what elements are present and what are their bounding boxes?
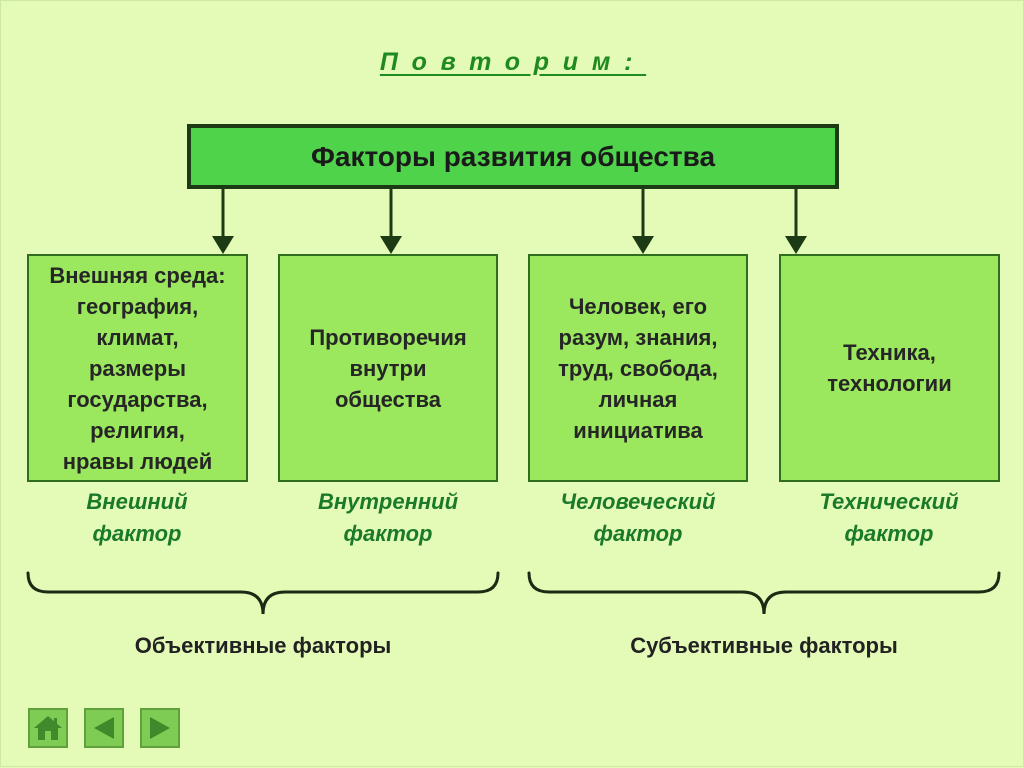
main-factor-box: Факторы развития общества	[187, 124, 839, 189]
factor-line: Противоречия	[309, 324, 467, 350]
factor-line: общества	[334, 386, 441, 412]
factor-line: государства,	[67, 386, 208, 412]
factor-box-internal: Противоречия внутри общества	[278, 254, 498, 482]
caption-external: Внешний фактор	[7, 486, 267, 550]
caption-line: фактор	[844, 521, 934, 546]
factor-line: личная	[598, 386, 678, 412]
arrow-down-icon	[380, 189, 402, 254]
back-button[interactable]	[84, 708, 124, 748]
caption-line: Внутренний	[317, 489, 459, 514]
caption-line: фактор	[343, 521, 433, 546]
factor-line: разум, знания,	[558, 324, 718, 350]
factor-box-human: Человек, его разум, знания, труд, свобод…	[528, 254, 748, 482]
caption-line: Технический	[819, 489, 959, 514]
main-factor-label: Факторы развития общества	[310, 140, 716, 172]
arrow-left-icon	[94, 717, 114, 739]
brace-objective	[26, 571, 500, 615]
caption-line: фактор	[92, 521, 182, 546]
factor-line: Человек, его	[568, 293, 708, 319]
group-label-subjective: Субъективные факторы	[630, 633, 898, 658]
caption-line: фактор	[593, 521, 683, 546]
factor-box-external: Внешняя среда: география, климат, размер…	[27, 254, 248, 482]
home-icon	[34, 716, 62, 740]
factor-line: инициатива	[573, 417, 703, 443]
factor-line: климат,	[96, 324, 179, 350]
arrow-down-icon	[212, 189, 234, 254]
factor-line: внутри	[349, 355, 427, 381]
caption-line: Внешний	[86, 489, 188, 514]
arrow-down-icon	[632, 189, 654, 254]
caption-internal: Внутренний фактор	[258, 486, 518, 550]
factor-line: размеры	[88, 355, 187, 381]
factor-line: нравы людей	[62, 448, 213, 474]
factor-line: география,	[76, 293, 199, 319]
page-title: Повторим:	[379, 48, 647, 76]
caption-line: Человеческий	[560, 489, 716, 514]
factor-line: Техника,	[843, 340, 936, 365]
forward-button[interactable]	[140, 708, 180, 748]
factor-line: Внешняя среда:	[49, 262, 226, 288]
factor-line: технологии	[827, 371, 952, 396]
caption-technical: Технический фактор	[759, 486, 1019, 550]
factor-box-technical: Техника, технологии	[779, 254, 1000, 482]
caption-human: Человеческий фактор	[508, 486, 768, 550]
group-label-objective: Объективные факторы	[134, 633, 392, 658]
arrow-right-icon	[150, 717, 170, 739]
brace-subjective	[527, 571, 1001, 615]
factor-line: труд, свобода,	[558, 355, 718, 381]
home-button[interactable]	[28, 708, 68, 748]
factor-line: религия,	[90, 417, 185, 443]
arrow-down-icon	[785, 189, 807, 254]
